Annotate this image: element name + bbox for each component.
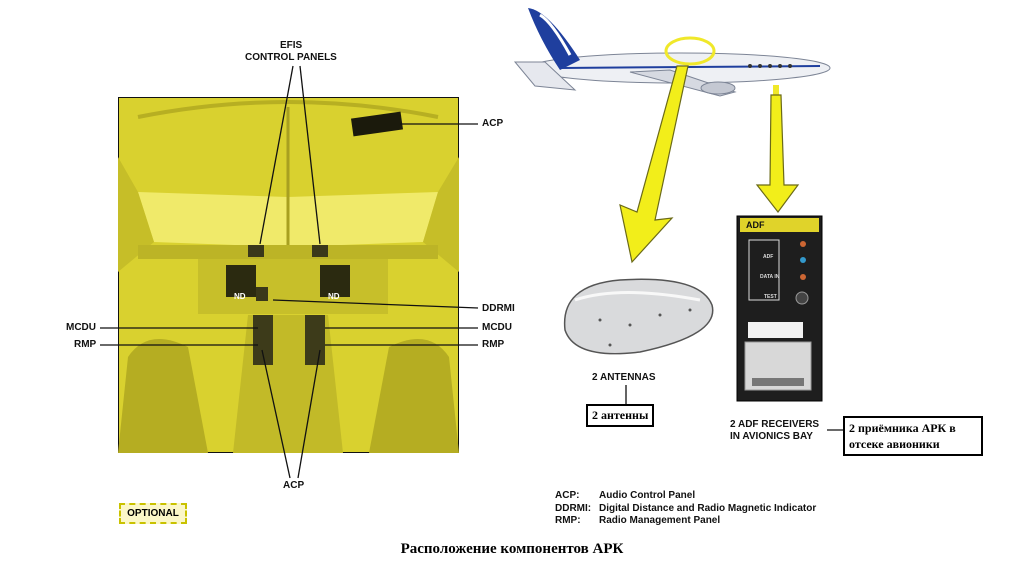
figure-caption: Расположение компонентов АРК bbox=[400, 541, 624, 557]
adf-adf-text: ADF bbox=[763, 254, 774, 260]
mcdu-right-label: MCDU bbox=[482, 322, 512, 333]
nd-right-label: ND bbox=[328, 292, 340, 301]
nd-left-label: ND bbox=[234, 292, 246, 301]
mcdu-left-label: MCDU bbox=[66, 322, 96, 333]
receivers-ru-annotation: 2 приёмника АРК в отсеке авионики bbox=[843, 416, 983, 456]
abbreviation-legend: ACP:Audio Control Panel DDRMI:Digital Di… bbox=[555, 490, 816, 528]
cockpit-illustration bbox=[118, 97, 459, 453]
acp-top-label: ACP bbox=[482, 118, 504, 129]
ddrmi-label: DDRMI bbox=[482, 303, 515, 314]
adf-test-text: TEST bbox=[764, 294, 777, 300]
efis-label-line1: EFIS bbox=[280, 40, 303, 51]
adf-datain-text: DATA IN bbox=[760, 274, 780, 280]
acp-bottom-label: ACP bbox=[283, 480, 305, 491]
receivers-label-line1: 2 ADF RECEIVERS bbox=[730, 419, 820, 430]
receivers-label-line2: IN AVIONICS BAY bbox=[730, 431, 813, 442]
adf-receiver-icon bbox=[736, 215, 823, 402]
adf-brand-text: ADF bbox=[746, 220, 765, 230]
antennas-ru-annotation: 2 антенны bbox=[586, 404, 655, 427]
efis-label-line2: CONTROL PANELS bbox=[245, 52, 337, 63]
receivers-ru-line1: 2 приёмника АРК в bbox=[849, 421, 956, 435]
legend-row: DDRMI:Digital Distance and Radio Magneti… bbox=[555, 502, 817, 514]
rmp-right-label: RMP bbox=[482, 339, 505, 350]
legend-row: ACP:Audio Control Panel bbox=[555, 490, 696, 501]
receivers-ru-line2: отсеке авионики bbox=[849, 437, 940, 451]
antennas-label: 2 ANTENNAS bbox=[592, 372, 656, 383]
optional-legend-tag: OPTIONAL bbox=[119, 503, 187, 524]
rmp-left-label: RMP bbox=[74, 339, 97, 350]
legend-row: RMP:Radio Management Panel bbox=[555, 515, 721, 526]
antenna-icon bbox=[563, 278, 714, 355]
